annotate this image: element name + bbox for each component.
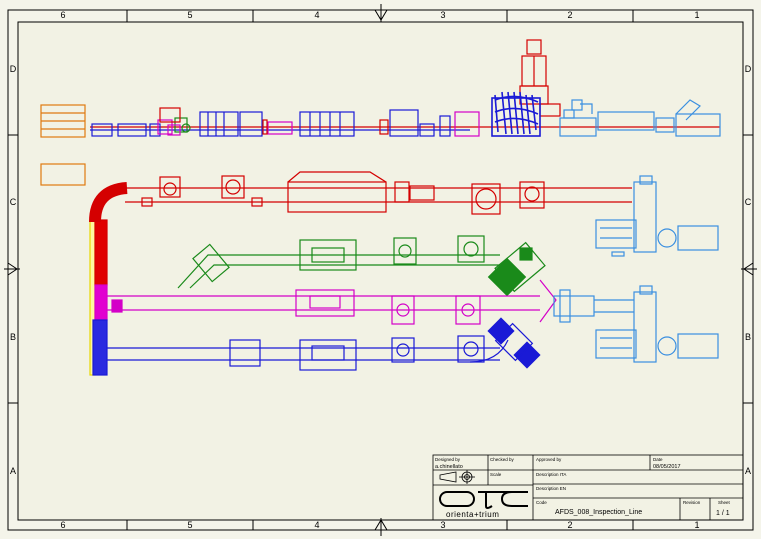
light-blue-units	[553, 175, 719, 363]
orienta-trium-logo	[439, 491, 528, 509]
red-line	[125, 171, 632, 215]
col-label-top-3: 3	[440, 10, 445, 20]
row-label-right-c: C	[745, 197, 752, 207]
logo-text: orienta+trium	[446, 510, 499, 519]
col-label-top-5: 5	[187, 10, 192, 20]
row-label-left-c: C	[10, 197, 17, 207]
description-en-label: Description EN	[536, 486, 566, 491]
col-label-top-4: 4	[314, 10, 319, 20]
col-label-top-6: 6	[60, 10, 65, 20]
col-label-bottom-6: 6	[60, 520, 65, 530]
scale-label: Scale	[490, 472, 502, 477]
row-label-right-a: A	[745, 466, 751, 476]
side-view-line	[40, 39, 721, 186]
description-ita-label: Description ITA	[536, 472, 566, 477]
col-label-top-1: 1	[694, 10, 699, 20]
inner-frame	[17, 21, 744, 521]
col-label-bottom-1: 1	[694, 520, 699, 530]
approved-by-label: Approved by	[536, 457, 562, 462]
code-value: AFDS_008_Inspection_Line	[555, 509, 642, 516]
title-block	[432, 454, 744, 521]
row-label-right-d: D	[745, 64, 752, 74]
date-value: 08/05/2017	[653, 464, 681, 470]
orange-frame-top	[40, 104, 86, 138]
col-label-bottom-2: 2	[567, 520, 572, 530]
blue-line	[107, 317, 541, 371]
projection-symbol-icon	[439, 470, 475, 484]
centering-marks	[4, 4, 757, 536]
sheet-value: 1 / 1	[716, 510, 730, 517]
green-line	[177, 235, 546, 297]
col-label-bottom-3: 3	[440, 520, 445, 530]
sheet-label: Sheet	[718, 500, 731, 505]
col-label-top-2: 2	[567, 10, 572, 20]
code-label: Code	[536, 500, 547, 505]
collector-vertical	[89, 182, 128, 376]
col-label-bottom-4: 4	[314, 520, 319, 530]
magenta-line	[107, 279, 557, 325]
column-labels: 6 5 4 3 2 1 6 5 4 3 2 1	[60, 10, 699, 530]
row-label-right-b: B	[745, 332, 751, 342]
revision-label: Revision	[683, 500, 701, 505]
orange-frame-lower	[40, 163, 86, 186]
date-label: Date	[653, 457, 663, 462]
checked-by-label: Checked by	[490, 457, 515, 462]
row-label-left-a: A	[10, 466, 16, 476]
row-label-left-b: B	[10, 332, 16, 342]
row-label-left-d: D	[10, 64, 17, 74]
designed-by-label: Designed by	[435, 457, 461, 462]
row-labels: D C B A D C B A	[10, 64, 752, 476]
col-label-bottom-5: 5	[187, 520, 192, 530]
designed-by-value: a.chinellato	[435, 464, 463, 470]
